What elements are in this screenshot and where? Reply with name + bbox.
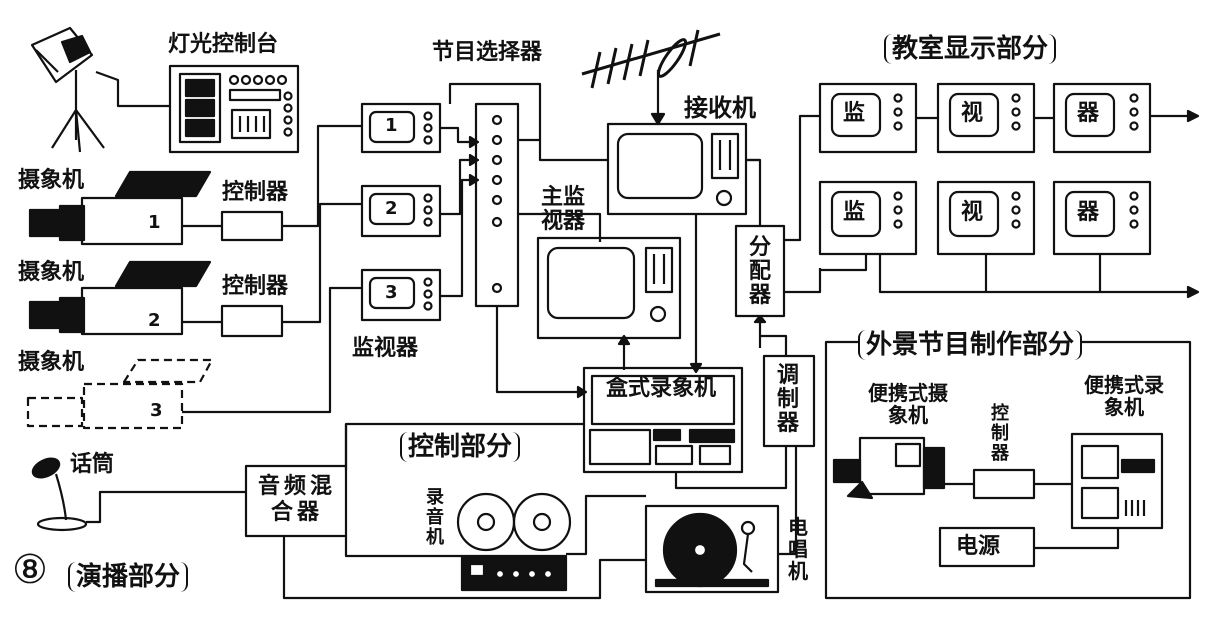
controller-2-box xyxy=(220,304,284,338)
controller-1-box xyxy=(220,210,284,242)
power-supply-label: 电源 xyxy=(956,534,1001,559)
studio-section-title: 演播部分 xyxy=(68,562,189,592)
modulator-label: 调制器 xyxy=(776,363,799,436)
monitor-3-number: 3 xyxy=(385,282,398,303)
classroom-monitor-char-3: 器 xyxy=(1077,101,1100,126)
distributor-label: 分配器 xyxy=(748,235,771,308)
antenna-icon xyxy=(581,29,721,89)
cassette-vcr-device xyxy=(582,366,744,474)
camera-1-device xyxy=(28,170,212,246)
portable-camera-device xyxy=(832,436,946,500)
camera-3-number: 3 xyxy=(150,400,163,421)
portable-vcr-label: 便携式录象机 xyxy=(1084,373,1164,419)
main-monitor-label: 主监视器 xyxy=(540,185,585,234)
record-player-device xyxy=(644,504,780,594)
classroom-monitor-row-2 xyxy=(818,180,1200,299)
camera-2-label: 摄象机 xyxy=(18,260,85,285)
camera-2-device xyxy=(28,260,212,336)
field-controller-box xyxy=(972,468,1036,500)
classroom-monitor-char-5: 视 xyxy=(961,200,984,225)
tape-recorder-device xyxy=(456,492,572,592)
program-selector-label: 节目选择器 xyxy=(432,40,543,65)
lamp-wire xyxy=(95,70,170,108)
microphone-label: 话筒 xyxy=(70,452,115,477)
classroom-monitor-row-1 xyxy=(818,82,1200,154)
audio-mixer-box xyxy=(244,464,348,538)
classroom-monitor-char-1: 监 xyxy=(843,101,866,126)
record-player-label: 电唱机 xyxy=(788,515,808,583)
classroom-section-title: 教室显示部分 xyxy=(884,34,1057,64)
cassette-vcr-label: 盒式录象机 xyxy=(605,376,716,401)
classroom-monitor-char-6: 器 xyxy=(1077,200,1100,225)
camera-3-label: 摄象机 xyxy=(18,350,85,375)
figure-number: ⑧ xyxy=(12,547,48,593)
controller-1-label: 控制器 xyxy=(222,180,289,205)
control-section-title: 控制部分 xyxy=(400,432,521,462)
modulator-box xyxy=(762,354,816,448)
controller-2-label: 控制器 xyxy=(222,274,289,299)
main-monitor-device xyxy=(536,236,682,340)
camera-3-device xyxy=(26,358,214,430)
microphone-icon xyxy=(31,457,88,532)
camera-1-number: 1 xyxy=(148,212,161,233)
program-selector-device xyxy=(474,102,520,308)
field-section-title: 外景节目制作部分 xyxy=(858,330,1083,360)
monitor-1-device xyxy=(360,102,442,154)
audio-mixer-label: 音频混合器 xyxy=(257,474,336,525)
field-controller-label: 控制器 xyxy=(991,403,1009,464)
monitor-2-device xyxy=(360,184,442,238)
monitor-1-number: 1 xyxy=(385,115,398,136)
lighting-console-label: 灯光控制台 xyxy=(168,32,279,57)
monitor-2-number: 2 xyxy=(385,198,398,219)
monitors-label: 监视器 xyxy=(352,336,419,361)
camera-2-number: 2 xyxy=(148,310,161,331)
receiver-label: 接收机 xyxy=(684,94,756,122)
monitor-3-device xyxy=(360,268,442,322)
arrow-icon xyxy=(650,112,666,126)
classroom-monitor-char-2: 视 xyxy=(961,101,984,126)
portable-camera-label: 便携式摄象机 xyxy=(868,381,948,427)
lamp-icon xyxy=(30,26,105,153)
portable-vcr-device xyxy=(1070,432,1164,530)
classroom-monitor-char-4: 监 xyxy=(843,200,866,225)
lighting-console-device xyxy=(168,64,300,154)
tape-recorder-label: 录音机 xyxy=(426,487,444,548)
receiver-device xyxy=(606,122,748,216)
camera-1-label: 摄象机 xyxy=(18,168,85,193)
